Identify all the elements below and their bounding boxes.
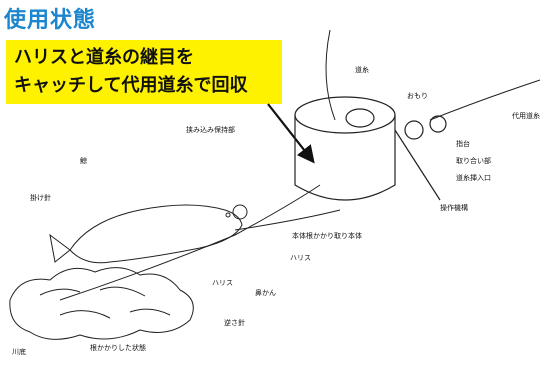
label-daiyo-michi-ito: 代用道糸 [512, 111, 540, 120]
label-honshi-body: 本体根かかり取り本体 [292, 231, 362, 240]
holder-device [294, 96, 447, 201]
label-tai: 鯨 [80, 156, 87, 165]
label-hana-kan: 鼻かん [255, 288, 276, 297]
label-hasami-komi: 挟み込み保持部 [186, 125, 235, 134]
label-kawa-zoko: 川底 [12, 347, 26, 356]
label-harisu-2: ハリス [212, 279, 233, 287]
label-hari: 掛け針 [30, 193, 51, 202]
hana-kan-ring [232, 204, 248, 220]
fish-body [49, 204, 243, 264]
callout-line-1: ハリスと道糸の継目を [14, 47, 194, 68]
label-toritsuke: 取り合い部 [456, 156, 491, 165]
label-souju-kiko: 操作機構 [440, 203, 468, 212]
label-kaiten: 指台 [456, 139, 470, 148]
label-harisu-1: ハリス [290, 254, 311, 262]
label-michi-ito: 道糸 [355, 65, 369, 74]
label-michi-ito-sounyuu: 道糸挿入口 [456, 173, 491, 182]
riverbed-rocks [9, 267, 194, 340]
label-sashi-bari: 逆さ針 [224, 318, 245, 327]
callout-box: ハリスと道糸の継目を キャッチして代用道糸で回収 [6, 40, 282, 104]
label-ne-gakari-state: 根かかりした状態 [90, 343, 146, 352]
page-title: 使用状態 [4, 8, 97, 33]
callout-line-2: キャッチして代用道糸で回収 [14, 75, 248, 96]
label-omori: おもり [407, 92, 428, 100]
callout-arrow [267, 103, 315, 164]
fishing-lines [59, 29, 541, 301]
